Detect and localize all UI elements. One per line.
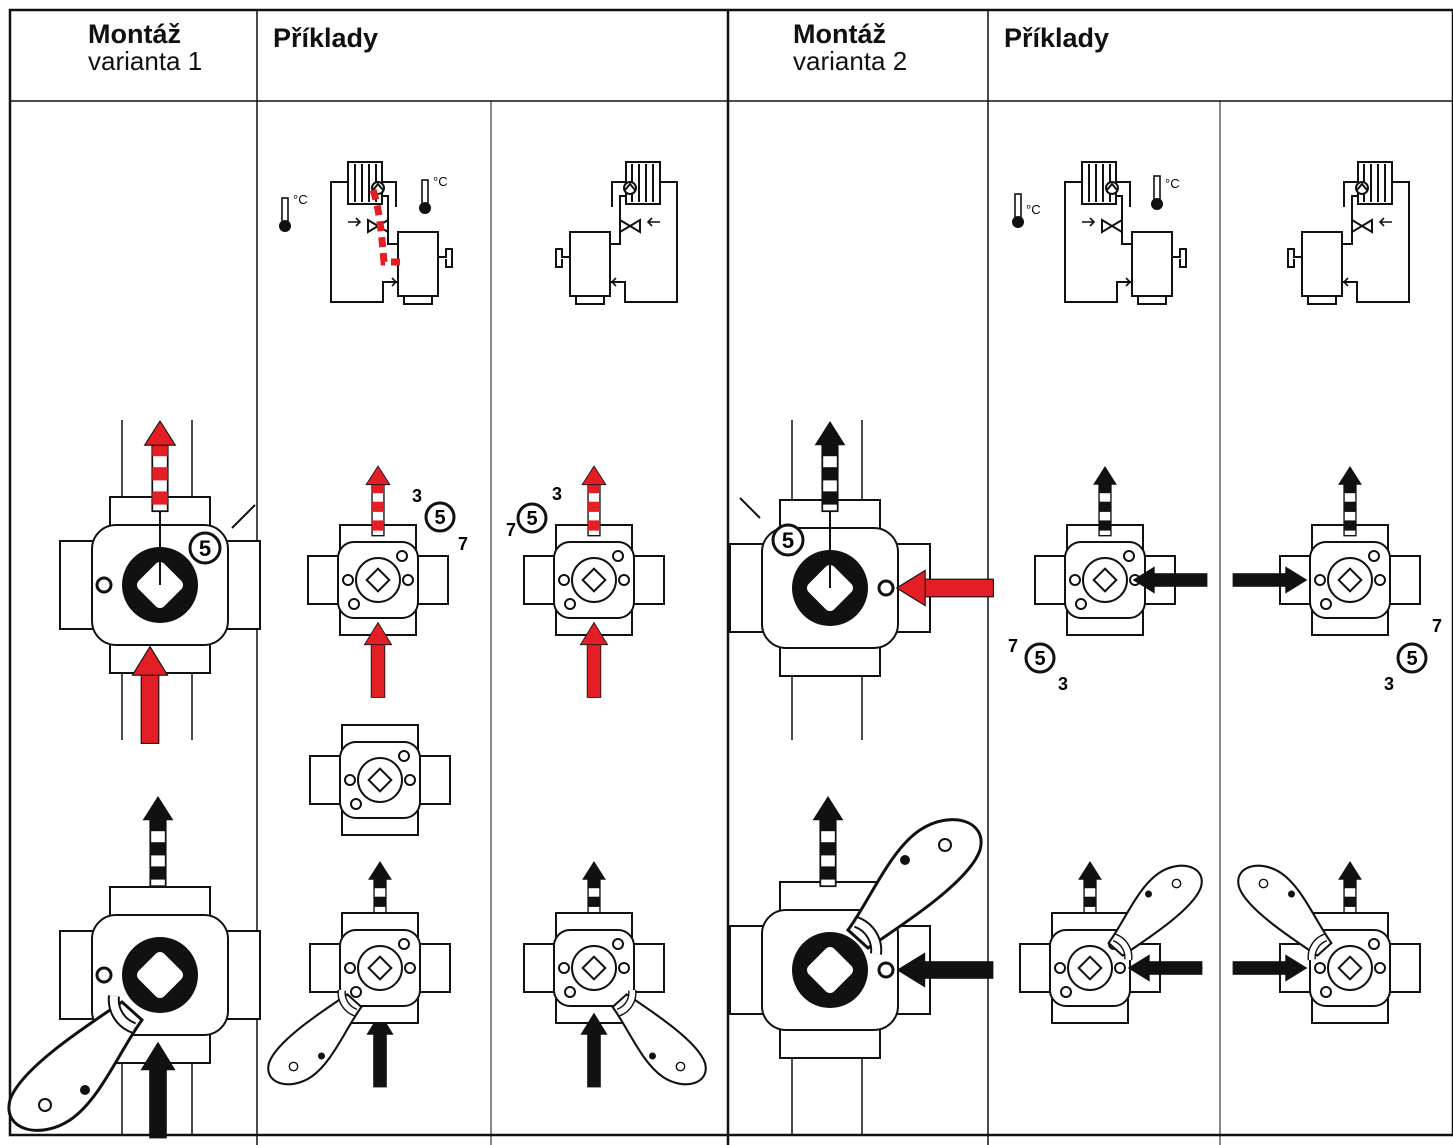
valve-example4-handle <box>1232 860 1421 1024</box>
valve-example3-handle <box>1019 860 1202 1024</box>
schematic-2 <box>555 161 678 305</box>
valve-variant1-handle <box>9 795 262 1139</box>
header-col2-title: Příklady <box>273 23 379 53</box>
header-col1: Montáž varianta 1 <box>88 20 202 76</box>
svg-text:3: 3 <box>552 484 562 504</box>
valve-example1-handle-body <box>268 912 451 1084</box>
callout-5-c: 5 3 7 <box>506 484 562 540</box>
header-col1-subtitle: varianta 1 <box>88 46 203 77</box>
table-grid <box>8 8 1453 1145</box>
header-col4: Příklady <box>1004 23 1110 53</box>
svg-text:3: 3 <box>1384 674 1394 694</box>
schematic-1 <box>278 161 453 305</box>
valve-example2-handle <box>523 860 706 1087</box>
svg-text:5: 5 <box>1406 648 1417 670</box>
temp-label-1: °C <box>293 192 308 207</box>
valve-variant1-top <box>58 420 262 744</box>
schematic-3 <box>1011 161 1187 305</box>
svg-text:3: 3 <box>412 486 422 506</box>
header-col2: Příklady <box>273 23 379 53</box>
svg-text:5: 5 <box>1034 648 1045 670</box>
temp-label-3: °C <box>1026 202 1041 217</box>
callout-number: 5 <box>199 536 211 561</box>
svg-text:5: 5 <box>526 508 537 530</box>
svg-text:7: 7 <box>1432 616 1442 636</box>
valve-example3-top <box>1034 465 1208 636</box>
svg-text:5: 5 <box>782 528 794 553</box>
header-col1-title: Montáž <box>88 19 181 49</box>
callout-5-e: 5 3 7 <box>1008 636 1068 694</box>
temp-label-2: °C <box>433 174 448 189</box>
svg-text:7: 7 <box>506 520 516 540</box>
schematic-4 <box>1287 161 1410 305</box>
callout-5-a: 5 <box>188 504 256 565</box>
valve-variant2-top <box>728 420 994 740</box>
callout-5-b: 5 3 7 <box>412 486 468 554</box>
header-col3: Montáž varianta 2 <box>793 20 907 76</box>
svg-text:5: 5 <box>434 507 445 529</box>
valve-example1-top <box>307 465 449 698</box>
svg-text:3: 3 <box>1058 674 1068 694</box>
header-col4-title: Příklady <box>1004 23 1110 53</box>
valve-example2-top <box>523 465 665 698</box>
callout-5-d: 5 <box>739 497 805 557</box>
header-col3-subtitle: varianta 2 <box>793 46 908 77</box>
svg-text:7: 7 <box>1008 636 1018 656</box>
valve-example4-top <box>1232 465 1421 636</box>
header-col3-title: Montáž <box>793 19 886 49</box>
callout-5-f: 5 3 7 <box>1384 616 1442 694</box>
valve-variant2-handle <box>728 795 994 1135</box>
svg-text:7: 7 <box>458 534 468 554</box>
temp-label-4: °C <box>1165 176 1180 191</box>
